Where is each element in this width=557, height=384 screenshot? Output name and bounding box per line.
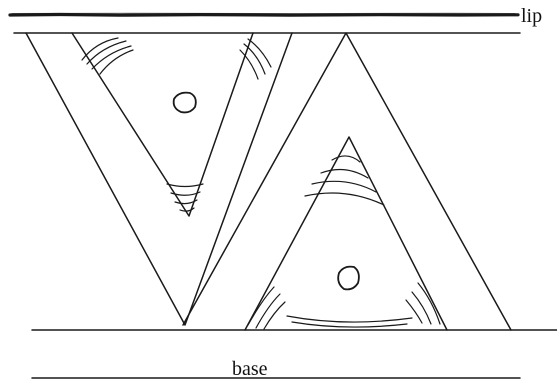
upper-cell-dot — [174, 93, 196, 113]
lower-cell-dot — [338, 267, 359, 290]
lip-rim-line — [10, 13, 518, 15]
downward-v-band — [26, 33, 292, 325]
lip-label: lip — [521, 5, 542, 27]
upward-v-band — [183, 33, 511, 330]
base-label: base — [232, 358, 268, 380]
lower-cell-motif — [248, 156, 440, 329]
